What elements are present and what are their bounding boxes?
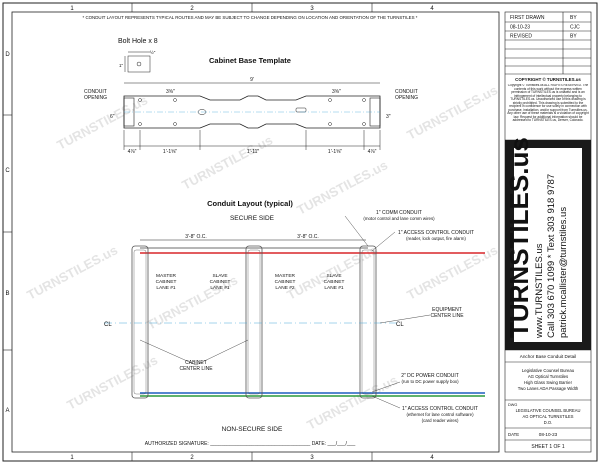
dwg-line-1: LEGISLATIVE COUNSEL BUREAU <box>516 408 581 413</box>
left-depth-dim: 6" <box>110 114 115 120</box>
dc-power-sub: (run to DC power supply box) <box>401 379 459 384</box>
brand-phones: Call 303 670 1099 * Text 303 918 9787 <box>546 174 557 338</box>
brand-panel-inner <box>514 148 582 342</box>
header-note: * CONDUIT LAYOUT REPRESENTS TYPICAL ROUT… <box>83 15 418 20</box>
copyright-body: Copyright © Turnstiles.us ALL RIGHTS RES… <box>507 84 589 123</box>
secure-side-label: SECURE SIDE <box>230 215 275 222</box>
callout-leaders <box>139 215 431 409</box>
template-outline <box>123 95 381 129</box>
project-line-3: High Glass Swing Barrier <box>524 380 573 385</box>
project-line-1: Legislative Counsel Bureau <box>522 368 575 373</box>
bottom-dim-3: 1'-11" <box>247 149 260 155</box>
oc-left-dim: 3'-8" O.C. <box>185 234 207 240</box>
grid-row-d: D <box>5 52 10 58</box>
date-label: DATE <box>508 432 519 437</box>
access-top-title: 1" ACCESS CONTROL CONDUIT <box>398 230 474 236</box>
dc-power-title: 2" DC POWER CONDUIT <box>401 373 459 379</box>
oc-right-dim: 3'-8" O.C. <box>297 234 319 240</box>
grid-columns-top: 1 2 3 4 <box>70 6 434 12</box>
grid-row-b: B <box>5 291 9 297</box>
first-drawn-by-label: BY <box>570 15 577 21</box>
bottom-dim-4: 1'-1⅝" <box>328 149 342 155</box>
centerline-symbol-right: CL <box>396 322 404 328</box>
bolt-dim-one: 1" <box>119 63 124 68</box>
comm-conduit-sub: (motor control and lane comm wires) <box>363 216 435 221</box>
grid-col-3: 3 <box>310 6 314 12</box>
sheet-number: SHEET 1 OF 1 <box>531 444 564 450</box>
bottom-dim-1: 4⅞" <box>128 149 137 155</box>
inner-right-dim: 3⅝" <box>332 89 341 95</box>
comm-conduit-title: 1" COMM CONDUIT <box>376 210 422 216</box>
revised-label: REVISED <box>510 34 532 40</box>
cabinet-1 <box>131 245 149 399</box>
grid-row-c: C <box>5 168 10 174</box>
access-bottom-sub1: (ethernet for lane control software) <box>406 412 474 417</box>
access-top-sub: (reader, lock output, fire alarm) <box>406 236 466 241</box>
inner-left-dim: 3⅝" <box>166 89 175 95</box>
grid-col-3-bottom: 3 <box>310 455 314 461</box>
cabinet-base-template: Bolt Hole x 8 ½" 1" Cabinet Base Templat… <box>84 38 418 155</box>
anchor-title: Anchor Base Conduit Detail <box>520 354 576 359</box>
right-depth-dim: 3" <box>386 114 391 120</box>
access-bottom-title: 1" ACCESS CONTROL CONDUIT <box>402 406 478 412</box>
dwg-label: DWG <box>508 403 517 407</box>
first-drawn-date: 08-10-23 <box>510 25 530 31</box>
grid-rows: D C B A <box>5 52 10 414</box>
grid-ticks <box>3 3 373 461</box>
signature-line: AUTHORIZED SIGNATURE: __________________… <box>145 441 356 447</box>
cabinet-2 <box>245 245 263 399</box>
bottom-dim-2: 1'-1⅝" <box>163 149 177 155</box>
grid-columns-bottom: 1 2 3 4 <box>70 455 434 461</box>
bolt-detail <box>124 51 151 73</box>
centerline-symbol-left: CL <box>104 322 112 328</box>
template-title: Cabinet Base Template <box>209 56 291 65</box>
overall-dimension: 9' <box>250 77 254 83</box>
grid-col-4-bottom: 4 <box>430 455 434 461</box>
first-drawn-by: CJC <box>570 25 580 31</box>
bolt-holes <box>138 98 366 126</box>
project-line-2: AG Optical Turnstiles <box>528 374 568 379</box>
non-secure-side-label: NON-SECURE SIDE <box>222 426 283 433</box>
dwg-line-2: AG OPTICAL TURNSTILES <box>523 414 574 419</box>
dwg-line-3: D.O. <box>544 420 552 425</box>
bottom-dimension-ticks <box>123 130 381 150</box>
bolt-dim-half: ½" <box>150 49 156 55</box>
conduit-layout: Conduit Layout (typical) SECURE SIDE NON… <box>104 199 485 447</box>
bottom-dim-5: 4⅞" <box>368 149 377 155</box>
brand-www: www.TURNSTILES.us <box>534 243 545 339</box>
grid-col-1: 1 <box>70 6 74 12</box>
revised-by-label: BY <box>570 34 577 40</box>
grid-col-1-bottom: 1 <box>70 455 74 461</box>
project-line-4: Two Lanes ADA Passage Width <box>518 386 579 391</box>
brand-logo-text: TURNSTILES.us <box>504 137 534 338</box>
grid-col-2: 2 <box>190 6 194 12</box>
copyright-title: COPYRIGHT © TURNSTILES.us <box>515 77 581 82</box>
title-block-text: FIRST DRAWN BY 08-10-23 CJC REVISED BY C… <box>504 15 581 450</box>
grid-row-a: A <box>5 408 9 414</box>
bolt-hole-label: Bolt Hole x 8 <box>118 38 158 45</box>
title-block <box>504 11 592 453</box>
layout-title: Conduit Layout (typical) <box>207 199 293 208</box>
grid-col-2-bottom: 2 <box>190 455 194 461</box>
grid-col-4: 4 <box>430 6 434 12</box>
brand-email: patrick.mcallister@turnstiles.us <box>558 207 569 338</box>
date-value: 08-10-23 <box>539 432 558 437</box>
first-drawn-label: FIRST DRAWN <box>510 15 545 21</box>
access-bottom-sub2: (card reader wires) <box>422 418 459 423</box>
